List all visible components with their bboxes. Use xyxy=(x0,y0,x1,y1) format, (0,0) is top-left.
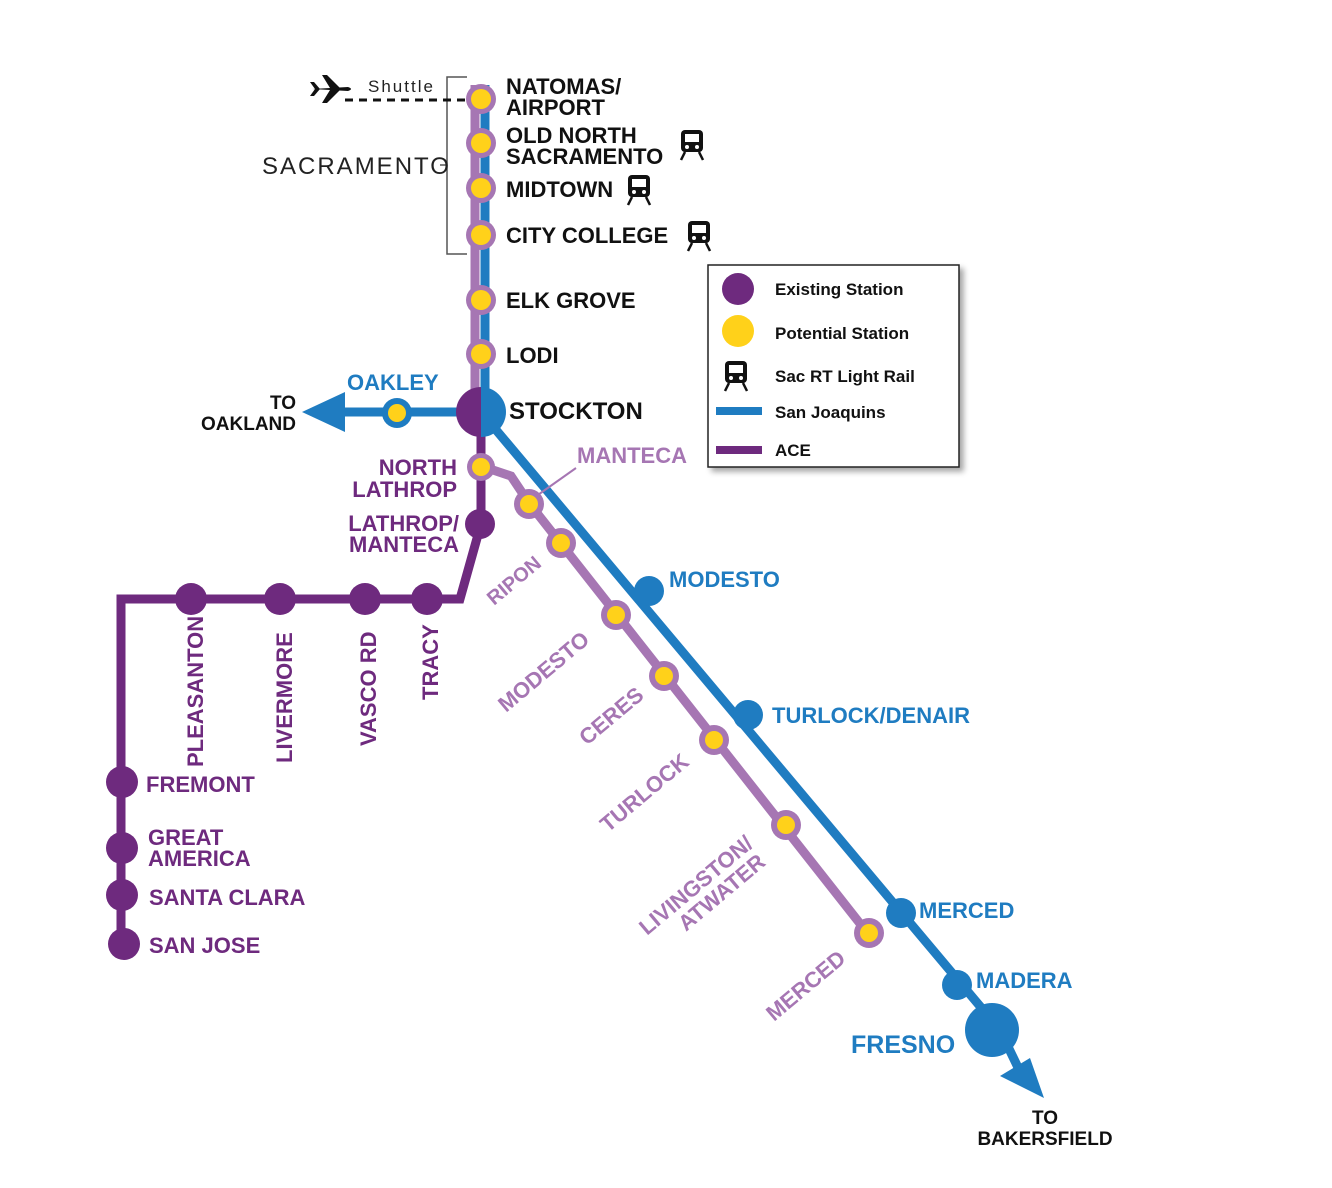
pleasanton-label: PLEASANTON xyxy=(183,616,208,767)
legend-potential-swatch xyxy=(722,315,754,347)
airplane-icon xyxy=(310,75,351,103)
turlock-denair-label: TURLOCK/DENAIR xyxy=(772,703,970,728)
station-lathrop-manteca[interactable] xyxy=(465,509,495,539)
oakley-label: OAKLEY xyxy=(347,370,439,395)
great-america-label-2: AMERICA xyxy=(148,846,251,871)
legend-san-joaquins-label: San Joaquins xyxy=(775,403,886,422)
station-santa-clara[interactable] xyxy=(106,879,138,911)
station-lodi[interactable] xyxy=(466,339,496,369)
station-turlock-ace[interactable] xyxy=(699,725,729,755)
light-rail-icon xyxy=(626,173,652,207)
station-livingston[interactable] xyxy=(771,810,801,840)
north-lathrop-label-1: NORTH xyxy=(379,455,457,480)
station-stockton[interactable] xyxy=(456,387,506,437)
station-merced-ace[interactable] xyxy=(854,918,884,948)
turlock-ace-label: TURLOCK xyxy=(595,748,694,836)
station-north-lathrop[interactable] xyxy=(467,453,495,481)
station-ripon[interactable] xyxy=(546,528,576,558)
midtown-label: MIDTOWN xyxy=(506,177,613,202)
ace-line xyxy=(116,412,486,945)
modesto-ace-label: MODESTO xyxy=(493,626,594,716)
to-bakersfield-label-2: BAKERSFIELD xyxy=(977,1129,1112,1150)
station-merced-sj[interactable] xyxy=(886,898,916,928)
station-old-north[interactable] xyxy=(466,128,496,158)
station-ceres[interactable] xyxy=(649,661,679,691)
modesto-sj-label: MODESTO xyxy=(669,567,780,592)
legend-san-joaquins-swatch xyxy=(716,407,762,415)
to-bakersfield-arrow xyxy=(1000,1058,1044,1098)
livermore-label: LIVERMORE xyxy=(272,632,297,763)
legend-ace-swatch xyxy=(716,446,762,454)
station-fremont[interactable] xyxy=(106,766,138,798)
legend-existing-label: Existing Station xyxy=(775,280,903,299)
station-vasco-rd[interactable] xyxy=(349,583,381,615)
natomas-label-2: AIRPORT xyxy=(506,95,606,120)
ceres-label: CERES xyxy=(574,682,648,750)
legend-potential-label: Potential Station xyxy=(775,324,909,343)
sacramento-bracket xyxy=(440,76,467,255)
ripon-label: RIPON xyxy=(483,552,546,610)
station-city-college[interactable] xyxy=(466,220,496,250)
legend-light-rail-label: Sac RT Light Rail xyxy=(775,367,915,386)
old-north-label-1: OLD NORTH xyxy=(506,123,637,148)
old-north-label-2: SACRAMENTO xyxy=(506,144,663,169)
station-great-america[interactable] xyxy=(106,832,138,864)
station-pleasanton[interactable] xyxy=(175,583,207,615)
station-fresno[interactable] xyxy=(965,1003,1019,1057)
elk-grove-label: ELK GROVE xyxy=(506,288,636,313)
legend: Existing Station Potential Station Sac R… xyxy=(707,264,960,468)
madera-label: MADERA xyxy=(976,968,1073,993)
fremont-label: FREMONT xyxy=(146,772,255,797)
santa-clara-label: SANTA CLARA xyxy=(149,885,306,910)
station-modesto-ace[interactable] xyxy=(601,600,631,630)
station-san-jose[interactable] xyxy=(108,928,140,960)
station-turlock-denair[interactable] xyxy=(733,700,763,730)
station-midtown[interactable] xyxy=(466,173,496,203)
lathrop-manteca-label-2: MANTECA xyxy=(349,532,459,557)
lodi-label: LODI xyxy=(506,343,559,368)
legend-ace-label: ACE xyxy=(775,441,811,460)
to-oakland-arrow xyxy=(302,392,345,432)
vasco-rd-label: VASCO RD xyxy=(356,632,381,747)
station-livermore[interactable] xyxy=(264,583,296,615)
station-manteca[interactable] xyxy=(514,489,544,519)
lathrop-manteca-label-1: LATHROP/ xyxy=(348,511,459,536)
station-natomas[interactable] xyxy=(466,84,496,114)
station-elk-grove[interactable] xyxy=(466,285,496,315)
tracy-label: TRACY xyxy=(418,624,443,700)
merced-ace-label: MERCED xyxy=(761,945,850,1025)
to-bakersfield-label-1: TO xyxy=(1032,1108,1058,1129)
merced-sj-label: MERCED xyxy=(919,898,1014,923)
light-rail-icon xyxy=(686,219,712,253)
shuttle-label: Shuttle xyxy=(368,77,435,96)
to-oakland-label-1: TO xyxy=(270,393,296,414)
city-college-label: CITY COLLEGE xyxy=(506,223,668,248)
legend-existing-swatch xyxy=(722,273,754,305)
manteca-leader-line xyxy=(534,467,577,498)
manteca-label: MANTECA xyxy=(577,443,687,468)
light-rail-icon xyxy=(679,128,705,162)
to-oakland-label-2: OAKLAND xyxy=(201,414,296,435)
north-lathrop-label-2: LATHROP xyxy=(352,477,457,502)
sacramento-label: SACRAMENTO xyxy=(262,153,451,180)
station-oakley[interactable] xyxy=(382,398,412,428)
station-madera[interactable] xyxy=(942,970,972,1000)
san-jose-label: SAN JOSE xyxy=(149,933,260,958)
natomas-label-1: NATOMAS/ xyxy=(506,74,621,99)
station-modesto-sj[interactable] xyxy=(634,576,664,606)
great-america-label-1: GREAT xyxy=(148,825,224,850)
stockton-label: STOCKTON xyxy=(509,398,643,425)
station-tracy[interactable] xyxy=(411,583,443,615)
fresno-label: FRESNO xyxy=(851,1031,955,1059)
